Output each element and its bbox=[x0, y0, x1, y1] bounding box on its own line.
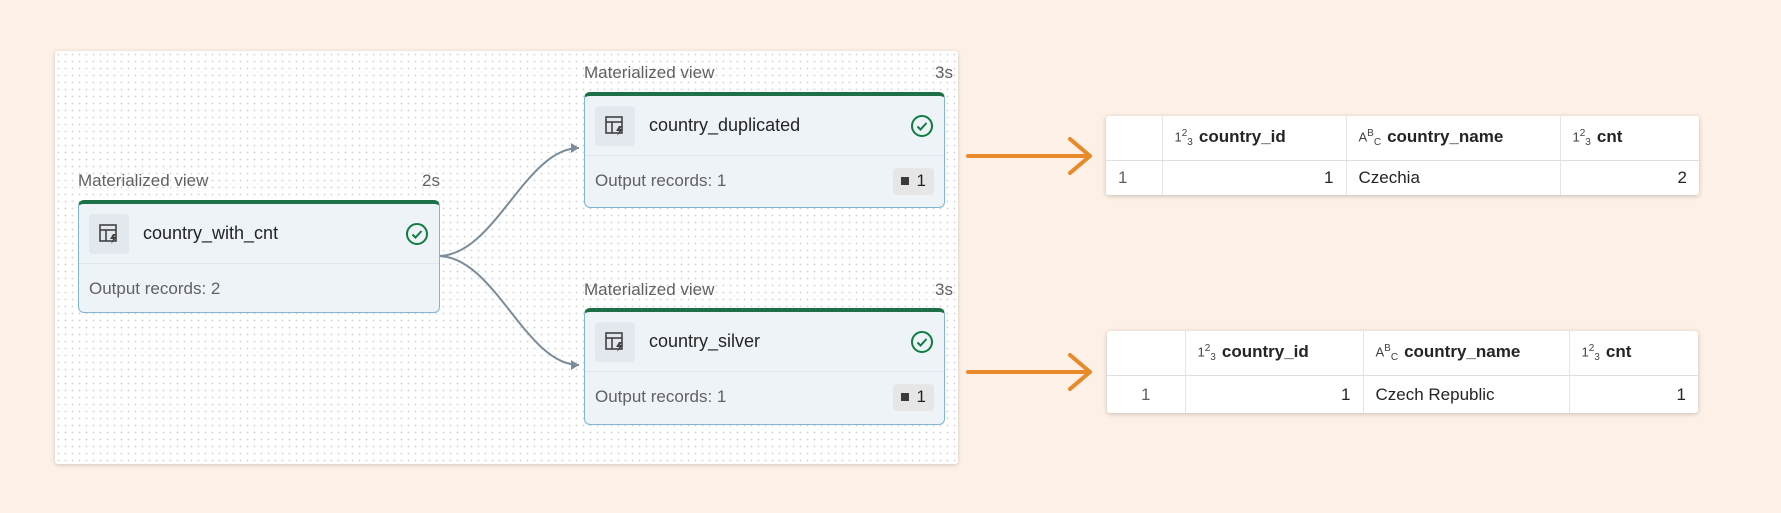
badge-value: 1 bbox=[916, 387, 926, 406]
row-count-badge[interactable]: 1 bbox=[892, 167, 934, 195]
text-type-icon: ABC bbox=[1358, 127, 1382, 148]
node-country-with-cnt[interactable]: country_with_cnt Output records: 2 bbox=[78, 200, 440, 313]
node-type-label: Materialized view bbox=[584, 280, 715, 299]
materialized-view-icon bbox=[89, 213, 129, 254]
lineage-canvas: Materialized view 2s country_with_cnt Ou… bbox=[55, 51, 958, 464]
arrow-right-icon bbox=[966, 353, 1092, 391]
check-circle-icon bbox=[911, 330, 933, 353]
table-cell[interactable]: 2 bbox=[1559, 160, 1699, 195]
row-count-badge[interactable]: 1 bbox=[892, 383, 934, 411]
node-footer: Output records: 2 bbox=[79, 264, 439, 314]
materialized-view-icon bbox=[595, 321, 635, 362]
row-number-header bbox=[1107, 331, 1185, 376]
square-icon bbox=[900, 393, 909, 401]
number-type-icon: 123 bbox=[1581, 342, 1600, 363]
node-duration: 3s bbox=[935, 280, 953, 299]
badge-value: 1 bbox=[916, 171, 926, 190]
node-caption: Materialized view 3s bbox=[584, 62, 953, 84]
table-row: 1 1 Czechia 2 bbox=[1106, 160, 1699, 195]
node-name: country_with_cnt bbox=[143, 223, 279, 243]
table-cell[interactable]: 1 bbox=[1161, 160, 1346, 195]
row-number: 1 bbox=[1118, 168, 1128, 187]
node-country-silver[interactable]: country_silver Output records: 1 1 bbox=[584, 308, 945, 425]
table-row: 1 1 Czech Republic 1 bbox=[1107, 375, 1698, 413]
table-cell[interactable]: 1 bbox=[1184, 375, 1363, 413]
node-type-label: Materialized view bbox=[78, 171, 209, 190]
edge-arrowhead bbox=[571, 143, 579, 153]
text-type-icon: ABC bbox=[1375, 342, 1399, 363]
output-records: Output records: 2 bbox=[89, 279, 221, 298]
table-cell[interactable]: Czechia bbox=[1345, 160, 1560, 195]
node-header: country_duplicated bbox=[585, 96, 944, 156]
materialized-view-icon bbox=[595, 105, 635, 146]
lineage-edges bbox=[437, 143, 580, 370]
edge-arrowhead bbox=[571, 360, 579, 370]
row-number: 1 bbox=[1141, 384, 1151, 404]
number-type-icon: 123 bbox=[1197, 342, 1216, 363]
number-type-icon: 123 bbox=[1572, 127, 1591, 148]
row-number-header bbox=[1106, 116, 1162, 161]
table-cell[interactable]: Czech Republic bbox=[1362, 375, 1569, 413]
edge-to-country-duplicated bbox=[437, 147, 580, 257]
node-name: country_duplicated bbox=[649, 115, 801, 135]
node-footer: Output records: 1 1 bbox=[585, 156, 944, 206]
table-cell[interactable]: 1 bbox=[1568, 375, 1698, 413]
node-header: country_with_cnt bbox=[79, 204, 439, 264]
output-records: Output records: 1 bbox=[595, 387, 727, 406]
node-footer: Output records: 1 1 bbox=[585, 372, 944, 422]
check-circle-icon bbox=[406, 222, 428, 245]
node-caption: Materialized view 3s bbox=[584, 279, 953, 301]
node-type-label: Materialized view bbox=[584, 63, 715, 82]
arrow-right-icon bbox=[966, 137, 1092, 175]
node-caption: Materialized view 2s bbox=[78, 170, 440, 192]
number-type-icon: 123 bbox=[1174, 127, 1193, 148]
node-duration: 3s bbox=[935, 63, 953, 82]
edge-to-country-silver bbox=[437, 255, 580, 366]
check-circle-icon bbox=[911, 114, 933, 137]
node-header: country_silver bbox=[585, 312, 944, 372]
node-name: country_silver bbox=[649, 331, 761, 351]
node-country-duplicated[interactable]: country_duplicated Output records: 1 1 bbox=[584, 92, 945, 208]
square-icon bbox=[900, 177, 909, 185]
node-duration: 2s bbox=[422, 171, 440, 190]
output-records: Output records: 1 bbox=[595, 171, 727, 190]
